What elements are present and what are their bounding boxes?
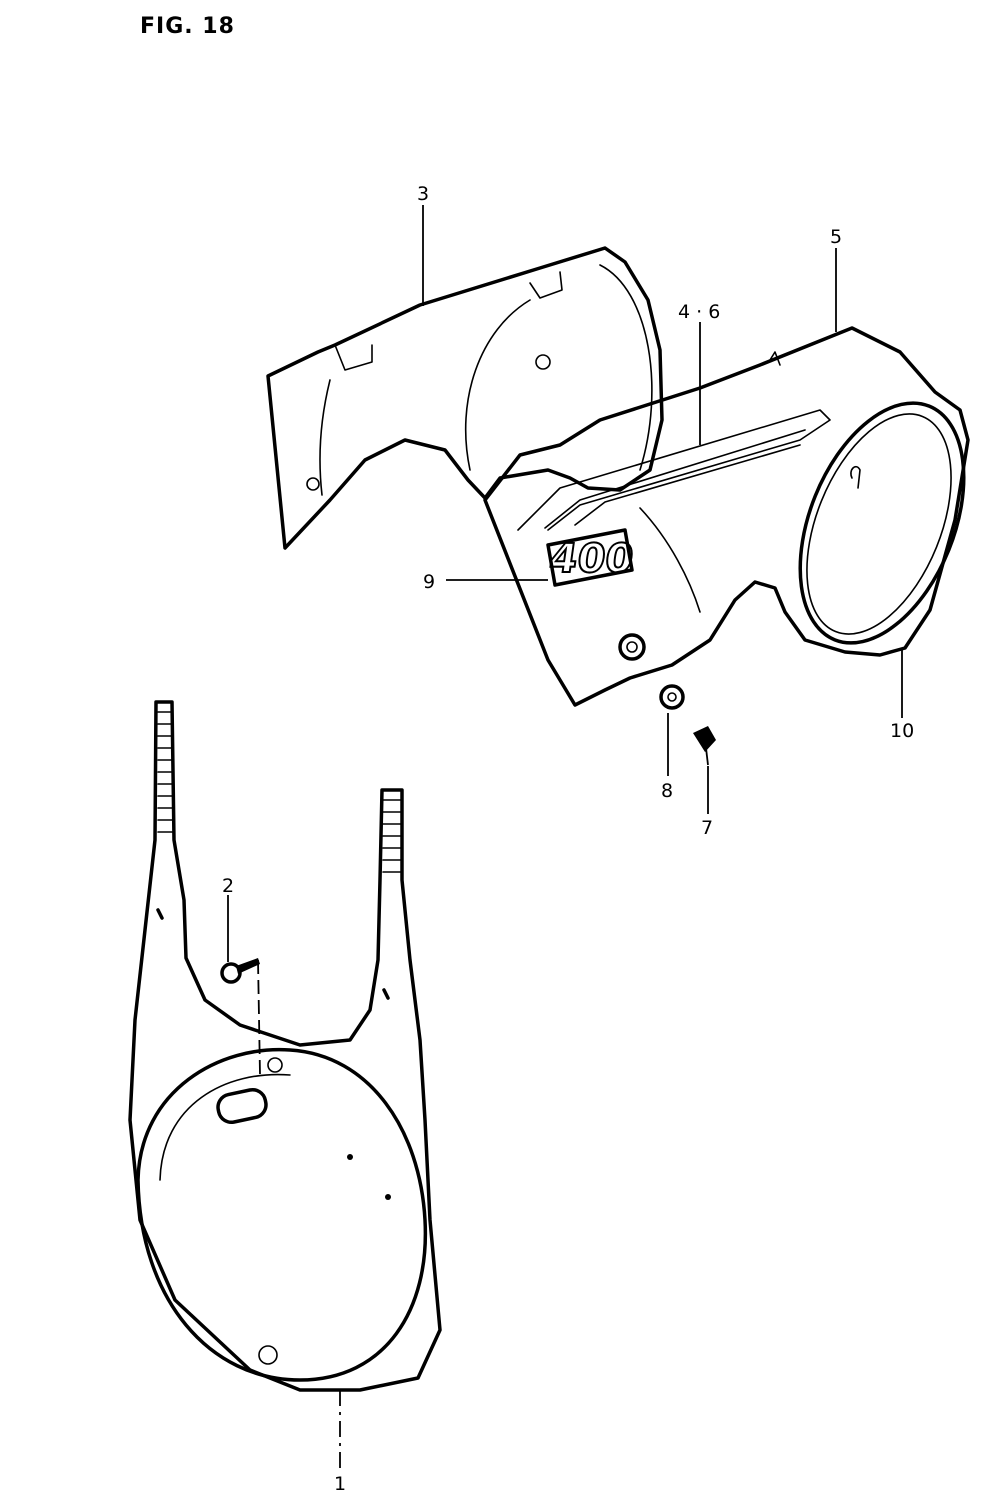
emblem-text: 400 bbox=[546, 536, 636, 582]
cover-part-3 bbox=[266, 246, 664, 550]
callout-4-6: 4 · 6 bbox=[678, 301, 720, 323]
cover-3-hole-2 bbox=[306, 477, 320, 491]
figure-title: FIG. 18 bbox=[140, 14, 235, 39]
screw-part-7 bbox=[693, 726, 716, 766]
case-bolt-hole bbox=[267, 1057, 283, 1073]
callout-7: 7 bbox=[701, 817, 713, 839]
callout-8: 8 bbox=[661, 780, 673, 802]
leader-lines bbox=[227, 205, 903, 1470]
callout-5: 5 bbox=[830, 226, 842, 248]
case-bottom-hole bbox=[258, 1345, 278, 1365]
callout-1: 1 bbox=[334, 1473, 346, 1495]
ring-part-10 bbox=[798, 401, 966, 645]
cover-5-grommet-hole bbox=[618, 633, 646, 661]
grommet-part-8 bbox=[659, 684, 685, 710]
callout-9: 9 bbox=[423, 571, 435, 593]
inspection-hole bbox=[216, 1087, 268, 1125]
callout-2: 2 bbox=[222, 875, 234, 897]
chain-case-part-1 bbox=[128, 700, 442, 1392]
callout-10: 10 bbox=[890, 720, 914, 742]
emblem-part-9: 400 bbox=[545, 528, 637, 587]
cover-3-hole bbox=[535, 354, 551, 370]
bolt-part-2 bbox=[220, 958, 260, 984]
side-cover-part-5 bbox=[483, 326, 970, 707]
callout-3: 3 bbox=[417, 183, 429, 205]
